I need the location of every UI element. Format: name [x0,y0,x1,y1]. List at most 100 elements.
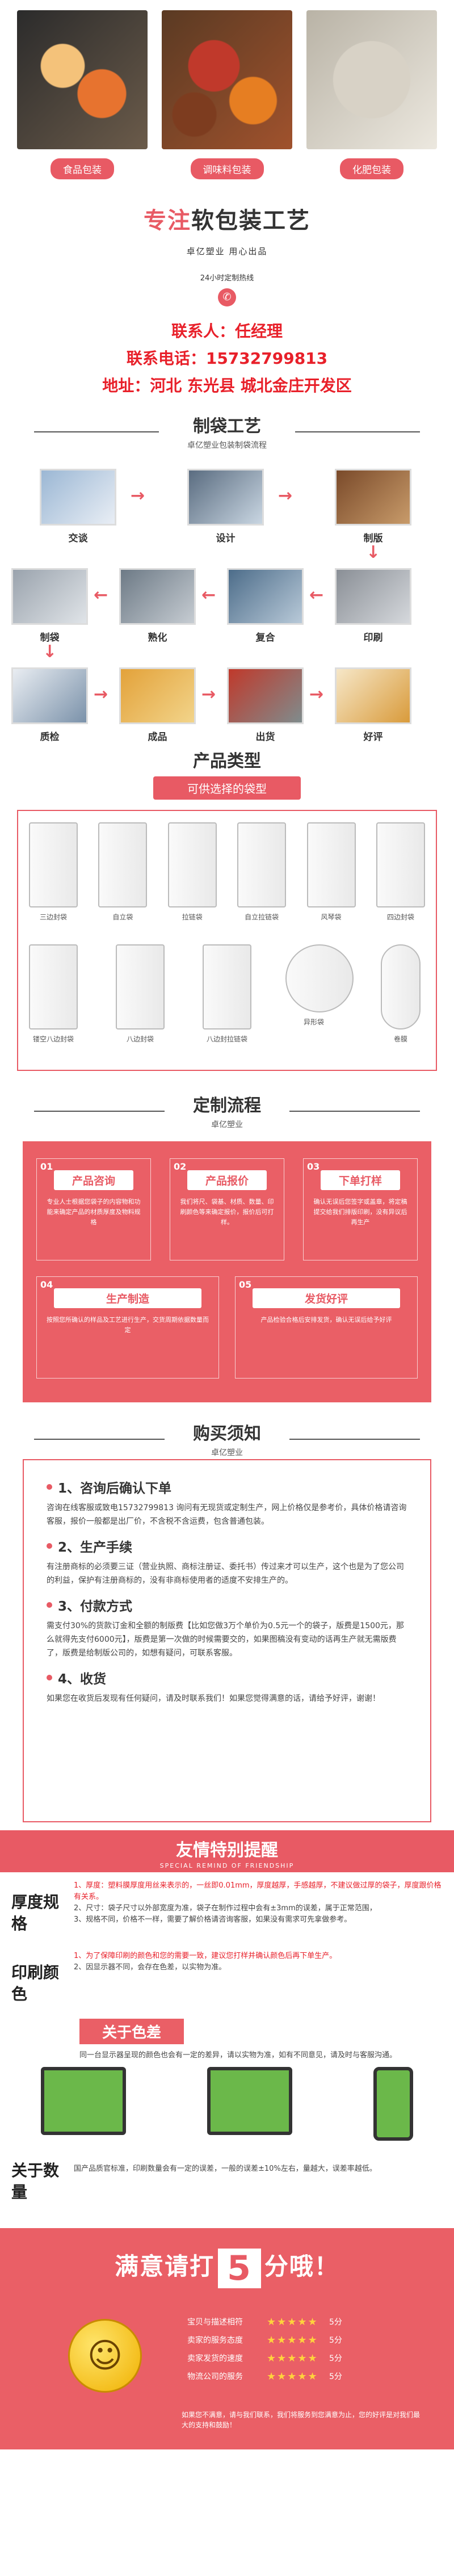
card-title: 产品报价 [187,1170,267,1190]
section-badge: 制袋工艺 卓亿塑业包装制袋流程 [159,412,295,451]
arrow-left-icon: ← [201,585,216,605]
step-label: 制袋 [40,632,60,644]
intro-title-highlight: 专注 [144,208,191,234]
section-badge: 定制流程 卓亿塑业 [165,1091,289,1130]
step-review: 好评 [335,667,411,743]
star-list: 宝贝与描述相符★★★★★5分 卖家的服务态度★★★★★5分 卖家发货的速度★★★… [187,2313,342,2386]
print-color-block: 印刷颜色 1、为了保障印刷的颜色和您的需要一致，建议您打样并确认颜色后再下单生产… [0,1943,454,2013]
type-label: 自立袋 [112,913,133,921]
friendship-title: 友情特别提醒 [176,1840,278,1860]
type-item: 拉链袋 [164,822,221,922]
notice-text: 如果您在收货后发现有任何疑问，请及时联系我们！如果您觉得满意的话，请给予好评，谢… [47,1694,380,1703]
notice-section-head: 购买须知 卓亿塑业 [0,1419,454,1459]
type-label: 四边封袋 [386,913,414,921]
star-score: 5分 [329,2318,342,2327]
type-item: 三边封袋 [25,822,82,922]
notice-box: 1、咨询后确认下单 咨询在线客服或致电15732799813 询问有无现货或定制… [23,1459,431,1822]
step-photo [11,568,88,625]
friendship-bar: 友情特别提醒 SPECIAL REMIND OF FRIENDSHIP [0,1830,454,1872]
quantity-text: 国产品质官标准，印刷数量会有一定的误差，一般的误差±10%左右，量越大，误差率越… [74,2165,377,2173]
star-score: 5分 [329,2336,342,2345]
smile-icon: ☺ [68,2319,142,2393]
step-photo [335,469,411,526]
notice-title: 购买须知 [193,1424,261,1444]
bag-image [29,822,78,907]
star-label: 卖家发货的速度 [187,2354,243,2363]
bullet-icon [47,1543,52,1549]
spice-packaging-photo [162,10,292,149]
card-title: 生产制造 [54,1288,201,1308]
type-item: 风琴袋 [303,822,360,922]
print-body: 1、为了保障印刷的颜色和您的需要一致，建议您打样并确认颜色后再下单生产。 2、因… [74,1951,443,2005]
hero-banner: 食品包装 调味料包装 化肥包装 [0,0,454,187]
step-photo [227,568,304,625]
thickness-text: 2、尺寸：袋子尺寸以外部宽度为准，袋子在制作过程中会有±3mm的误差，属于正常范… [74,1904,377,1913]
contact-phone[interactable]: 联系电话：15732799813 [126,349,328,368]
print-text: 2、因显示器不同，会存在色差，以实物为准。 [74,1963,226,1972]
arrow-right-icon: → [131,486,145,506]
card-num: 01 [40,1161,53,1172]
rating-title-a: 满意请打 [115,2253,215,2280]
arrow-left-icon: ← [309,585,324,605]
bag-image [167,822,217,907]
step-laminate: 复合 [227,568,304,644]
star-row: 物流公司的服务★★★★★5分 [187,2368,342,2386]
stars-icon: ★★★★★ [267,2316,318,2328]
step-photo [335,667,411,724]
step-label: 复合 [255,632,275,644]
type-label: 拉链袋 [182,913,203,921]
page: 食品包装 调味料包装 化肥包装 专注软包装工艺 卓亿塑业 用心出品 24小时定制… [0,0,454,2449]
types-head: 产品类型 可供选择的袋型 [0,747,454,800]
bag-image [203,944,251,1029]
step-label: 熟化 [148,632,167,644]
intro-title: 专注软包装工艺 [0,202,454,235]
hero-label-food: 食品包装 [51,158,114,179]
step-label: 出货 [255,732,275,743]
card-num: 05 [239,1279,252,1290]
star-row: 卖家的服务态度 ★★★★★ 5分 [187,2331,342,2350]
type-item: 自立拉链袋 [233,822,290,922]
type-item: 异形袋 [285,944,354,1044]
process-title: 制袋工艺 [193,417,261,436]
bullet-icon [47,1675,52,1680]
type-row: 镂空八边封袋 八边封袋 八边封拉链袋 异形袋 卷膜 [25,944,429,1044]
step-photo [11,667,88,724]
bag-image [29,944,78,1029]
hero-label-fertilizer: 化肥包装 [340,158,403,179]
step-label: 制版 [363,533,383,544]
type-item: 四边封袋 [372,822,429,922]
process-section-head: 制袋工艺 卓亿塑业包装制袋流程 [0,412,454,452]
card-title: 产品咨询 [54,1170,133,1190]
print-text: 1、为了保障印刷的颜色和您的需要一致，建议您打样并确认颜色后再下单生产。 [74,1952,337,1960]
step-design: 设计 [187,469,264,544]
phone-icon: ✆ [218,288,236,306]
flow-title: 定制流程 [193,1096,261,1116]
type-label: 自立拉链袋 [245,913,279,921]
stars-icon: ★★★★★ [267,2334,318,2346]
card-num: 04 [40,1279,53,1290]
step-photo [119,568,196,625]
step-plate: 制版 [335,469,411,544]
friendship-en: SPECIAL REMIND OF FRIENDSHIP [159,1862,295,1869]
thickness-body: 1、厚度：塑料膜厚度用丝来表示的，一丝即0.01mm，厚度越厚，手感越厚，不建议… [74,1880,443,1935]
type-item: 八边封袋 [112,944,169,1044]
card-title: 下单打样 [321,1170,400,1190]
hero-label-spice: 调味料包装 [190,158,264,179]
card-title: 发货好评 [253,1288,400,1308]
type-item: 自立袋 [94,822,151,922]
arrow-right-icon: → [278,486,293,506]
star-label: 物流公司的服务 [187,2372,243,2381]
star-label: 卖家的服务态度 [187,2336,243,2345]
phone-device-icon [373,2067,414,2141]
color-diff-title: 关于色差 [79,2019,184,2044]
type-item: 卷膜 [372,944,429,1044]
fertilizer-packaging-photo [306,10,437,149]
thickness-key: 厚度规格 [11,1893,60,1933]
card-text: 专业人士根据您袋子的内容物和功能来确定产品的材质厚度及物料规格 [47,1198,141,1226]
bag-image [116,944,165,1029]
rating-five: 5 [218,2248,261,2288]
step-photo [335,568,411,625]
